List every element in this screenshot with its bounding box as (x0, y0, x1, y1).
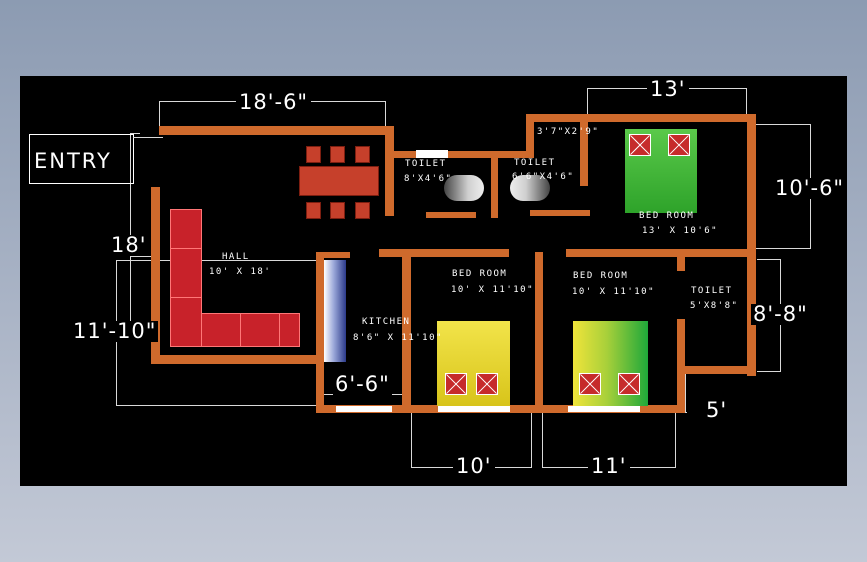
dining-chair (330, 202, 345, 219)
dim-line-left-upper (130, 133, 131, 323)
dim-tick (587, 88, 588, 115)
wall-hall-left (151, 187, 160, 363)
wall-passage-left (526, 114, 534, 158)
wall-top-hall (159, 126, 385, 135)
pillow-icon (445, 373, 467, 395)
wall-bed-center (535, 252, 543, 413)
pillow-icon (476, 373, 498, 395)
wall-hall-bottom (151, 355, 323, 364)
wall-right-outer (747, 114, 756, 376)
dim-tick (746, 88, 747, 121)
pillow-icon (579, 373, 601, 395)
window-kitchen (336, 406, 392, 412)
dim-tick (542, 409, 543, 468)
dim-tick (159, 101, 160, 131)
dining-chair (355, 146, 370, 163)
kitchen-name: KITCHEN (362, 317, 411, 327)
dining-chair (355, 202, 370, 219)
dim-tick (130, 133, 140, 134)
toilet2-size: 6'6"X4'6" (512, 172, 575, 182)
dim-tick (755, 248, 811, 249)
dining-table (299, 166, 379, 196)
dim-line-right-small (685, 372, 686, 412)
wall-kitchen-right (402, 257, 411, 413)
bedroom3-size: 10' X 11'10" (572, 287, 656, 297)
dim-kitchen-width: 6'-6" (333, 372, 392, 396)
bedroom3-name: BED ROOM (573, 271, 629, 281)
wc-fixture (444, 175, 484, 201)
sofa-segment (240, 313, 280, 347)
sofa-segment (170, 209, 202, 249)
dim-tick (116, 260, 316, 261)
wall-toilet-divider (491, 158, 498, 218)
dim-tick (531, 409, 532, 468)
hall-name: HALL (222, 252, 250, 262)
wall-bed1-left (580, 122, 588, 186)
dim-tick (757, 259, 781, 260)
dim-right-small: 5' (704, 398, 730, 422)
wall-toilet3-notch (677, 257, 685, 271)
toilet3-name: TOILET (691, 286, 733, 296)
wall-passage-top (526, 114, 756, 122)
dining-chair (306, 202, 321, 219)
bedroom2-name: BED ROOM (452, 269, 508, 279)
wall-toilet2-bottom (530, 210, 590, 216)
sofa-segment (170, 297, 202, 347)
sofa-segment (170, 248, 202, 298)
dim-bottom-left: 10' (453, 456, 495, 477)
dim-bottom-right: 11' (588, 456, 630, 477)
dim-tick (116, 405, 316, 406)
dim-top-right: 13' (647, 79, 689, 100)
window-bedroom2 (438, 406, 510, 412)
dim-tick (755, 124, 811, 125)
wc-fixture (510, 175, 550, 201)
window-bedroom3 (568, 406, 640, 412)
dim-tick (130, 256, 154, 257)
hall-size: 10' X 18' (209, 267, 272, 277)
dining-chair (330, 146, 345, 163)
dim-right-lower: 8'-8" (751, 302, 810, 326)
kitchen-counter (324, 260, 346, 362)
dim-left-lower: 11'-10" (71, 319, 159, 343)
toilet1-size: 8'X4'6" (404, 174, 453, 184)
dim-left-upper: 18' (109, 233, 149, 257)
pillow-icon (668, 134, 690, 156)
wall-toilet1-bottom (426, 212, 476, 218)
toilet1-name: TOILET (405, 159, 447, 169)
wall-kitchen-top (316, 252, 350, 258)
dim-tick (675, 409, 676, 468)
kitchen-size: 8'6" X 11'10" (353, 333, 443, 343)
sofa-segment (279, 313, 300, 347)
wall-bed-divider-top (379, 249, 509, 257)
dim-tick (757, 371, 781, 372)
dim-tick (385, 101, 386, 131)
toilet2-name: TOILET (514, 158, 556, 168)
wall-toilet3-bottom (677, 366, 756, 374)
wall-toilet1-left (385, 126, 394, 216)
bedroom1-name: BED ROOM (639, 211, 695, 221)
wall-bed1-bottom (566, 249, 756, 257)
bedroom1-size: 13' X 10'6" (642, 226, 719, 236)
dim-right-upper: 10'-6" (773, 176, 847, 200)
sofa-segment (201, 313, 241, 347)
entry-connector (133, 137, 163, 138)
toilet3-size: 5'X8'8" (690, 301, 739, 311)
bedroom2-size: 10' X 11'10" (451, 285, 535, 295)
entry-box (29, 134, 134, 184)
window-toilet1 (416, 150, 448, 158)
passage-size: 3'7"X2'9" (537, 127, 600, 137)
wall-toilet-top-right (448, 151, 528, 158)
dim-tick (411, 409, 412, 468)
pillow-icon (618, 373, 640, 395)
wall-kitchen-left (316, 252, 324, 413)
entry-label: ENTRY (34, 149, 112, 173)
dim-top-left: 18'-6" (236, 92, 312, 113)
dining-chair (306, 146, 321, 163)
pillow-icon (629, 134, 651, 156)
floor-plan-canvas: ENTRY HALL 10' X 18' KITCHEN 8'6" X 11'1… (20, 76, 847, 486)
